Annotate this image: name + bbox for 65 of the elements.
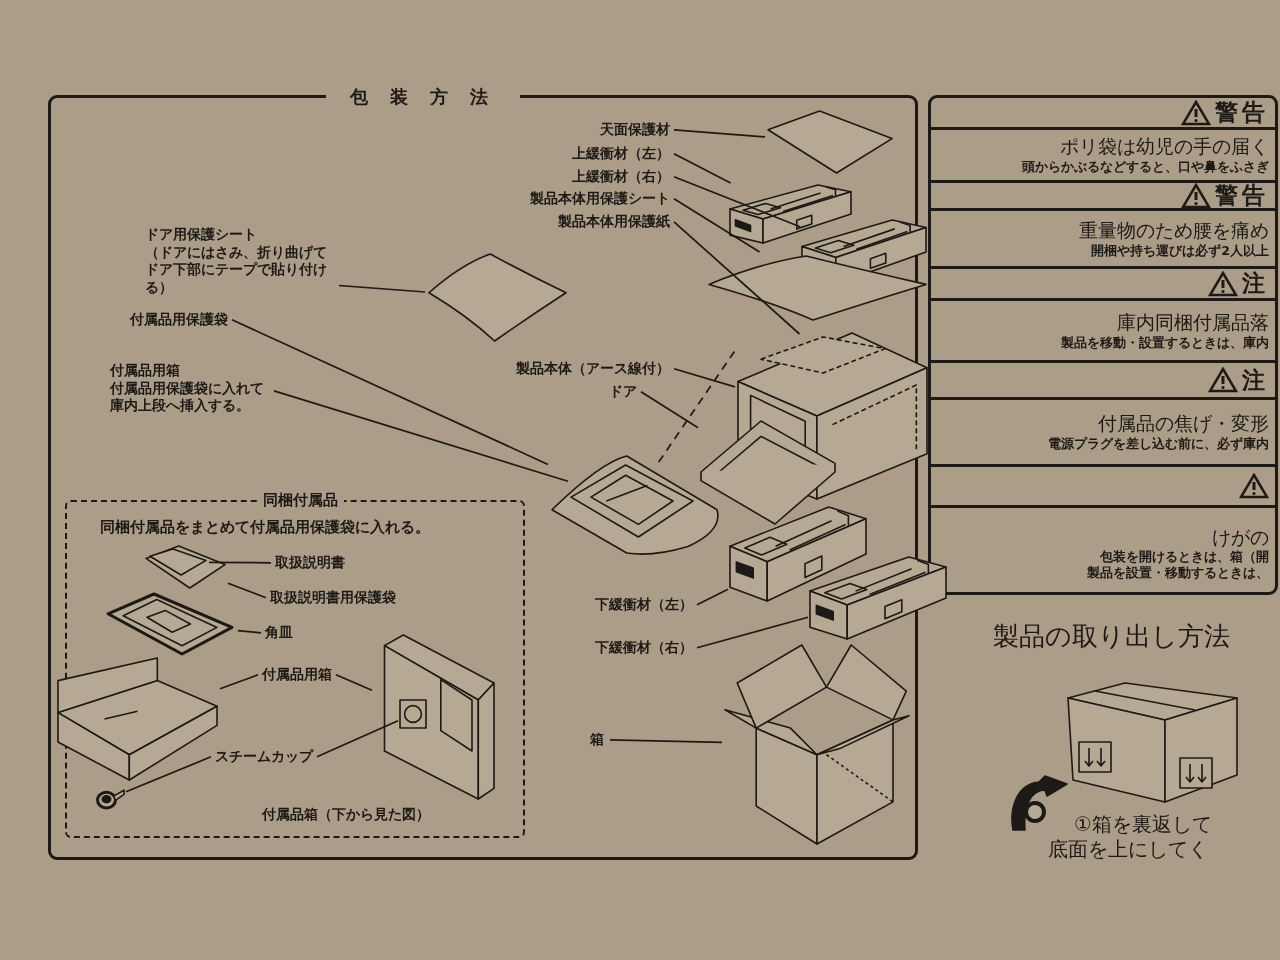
warning-band bbox=[931, 183, 1275, 211]
warning-note: 開梱や持ち運びは必ず2人以上 bbox=[1091, 242, 1269, 259]
leader-line bbox=[338, 284, 426, 293]
part-label: 製品本体用保護シート bbox=[530, 190, 670, 208]
leader-line bbox=[696, 588, 729, 606]
leader-line bbox=[227, 582, 267, 599]
warning-heading: 警告 bbox=[1215, 98, 1269, 127]
part-label: 取扱説明書 bbox=[275, 554, 345, 572]
section-title: 包装方法 bbox=[326, 85, 520, 109]
part-label: 下緩衝材（右） bbox=[595, 639, 693, 657]
leader-line bbox=[673, 152, 732, 184]
warning-panel bbox=[928, 95, 1278, 595]
leader-line bbox=[237, 629, 262, 634]
group-title: 同梱付属品 bbox=[257, 491, 344, 510]
warning-band bbox=[931, 269, 1275, 301]
leader-line bbox=[125, 755, 212, 793]
warning-heading: 注 bbox=[1242, 365, 1269, 395]
part-label: 付属品用保護袋 bbox=[130, 311, 228, 329]
warning-text: 重量物のため腰を痛め bbox=[1079, 218, 1269, 243]
part-label: 上緩衝材（右） bbox=[572, 168, 670, 186]
warning-heading: 警告 bbox=[1215, 181, 1269, 210]
leader-line bbox=[673, 220, 801, 335]
leader-line bbox=[231, 318, 549, 466]
part-label: 付属品用箱 bbox=[110, 362, 181, 380]
warning-text: けがの bbox=[1212, 525, 1269, 550]
leader-line bbox=[696, 616, 809, 649]
warning-note: 頭からかぶるなどすると、口や鼻をふさぎ bbox=[1022, 159, 1269, 175]
leader-line bbox=[208, 561, 272, 564]
part-label: 製品本体用保護紙 bbox=[558, 213, 670, 231]
part-label: 天面保護材 bbox=[600, 121, 670, 139]
part-label: 下緩衝材（左） bbox=[595, 596, 693, 614]
leader-line bbox=[673, 367, 736, 388]
figure-caption: 付属品箱（下から見た図） bbox=[262, 806, 430, 824]
part-label: 製品本体（アース線付） bbox=[516, 360, 670, 378]
instruction-text: ①箱を裏返して底面を上にしてく bbox=[1048, 812, 1213, 862]
leader-line bbox=[609, 738, 723, 744]
warning-text: ポリ袋は幼児の手の届く bbox=[1060, 135, 1269, 160]
leader-line bbox=[673, 197, 761, 253]
leader-line bbox=[335, 673, 373, 692]
leader-line bbox=[673, 128, 766, 138]
leader-line bbox=[316, 719, 399, 758]
warning-note: 包装を開けるときは、箱（開 bbox=[1100, 549, 1269, 565]
part-label: 取扱説明書用保護袋 bbox=[270, 589, 396, 607]
warning-note: 製品を設置・移動するときは、 bbox=[1087, 564, 1269, 581]
part-label: 上緩衝材（左） bbox=[572, 145, 670, 163]
warning-text: 付属品の焦げ・変形 bbox=[1098, 412, 1269, 436]
warning-text: 庫内同梱付属品落 bbox=[1117, 310, 1269, 335]
warning-band bbox=[931, 98, 1275, 130]
leader-line bbox=[219, 673, 259, 690]
leader-line bbox=[640, 390, 699, 429]
part-label: 箱 bbox=[590, 731, 604, 749]
warning-note: 電源プラグを差し込む前に、必ず庫内 bbox=[1048, 436, 1269, 452]
part-label: ドア用保護シート bbox=[145, 226, 258, 244]
guide-line bbox=[657, 349, 736, 463]
part-label: ドア bbox=[609, 383, 637, 401]
label-note: 付属品用保護袋に入れて庫内上段へ挿入する。 bbox=[110, 379, 265, 415]
group-note: 同梱付属品をまとめて付属品用保護袋に入れる。 bbox=[100, 518, 430, 537]
part-label: 付属品用箱 bbox=[262, 666, 332, 684]
warning-note: 製品を移動・設置するときは、庫内 bbox=[1061, 334, 1269, 351]
part-label: 角皿 bbox=[265, 624, 293, 642]
part-label: スチームカップ bbox=[215, 748, 313, 766]
leader-line bbox=[273, 390, 569, 483]
section-heading: 製品の取り出し方法 bbox=[993, 620, 1230, 653]
warning-heading: 注 bbox=[1242, 269, 1269, 298]
label-note: （ドアにはさみ、折り曲げてドア下部にテープで貼り付ける） bbox=[145, 243, 328, 296]
